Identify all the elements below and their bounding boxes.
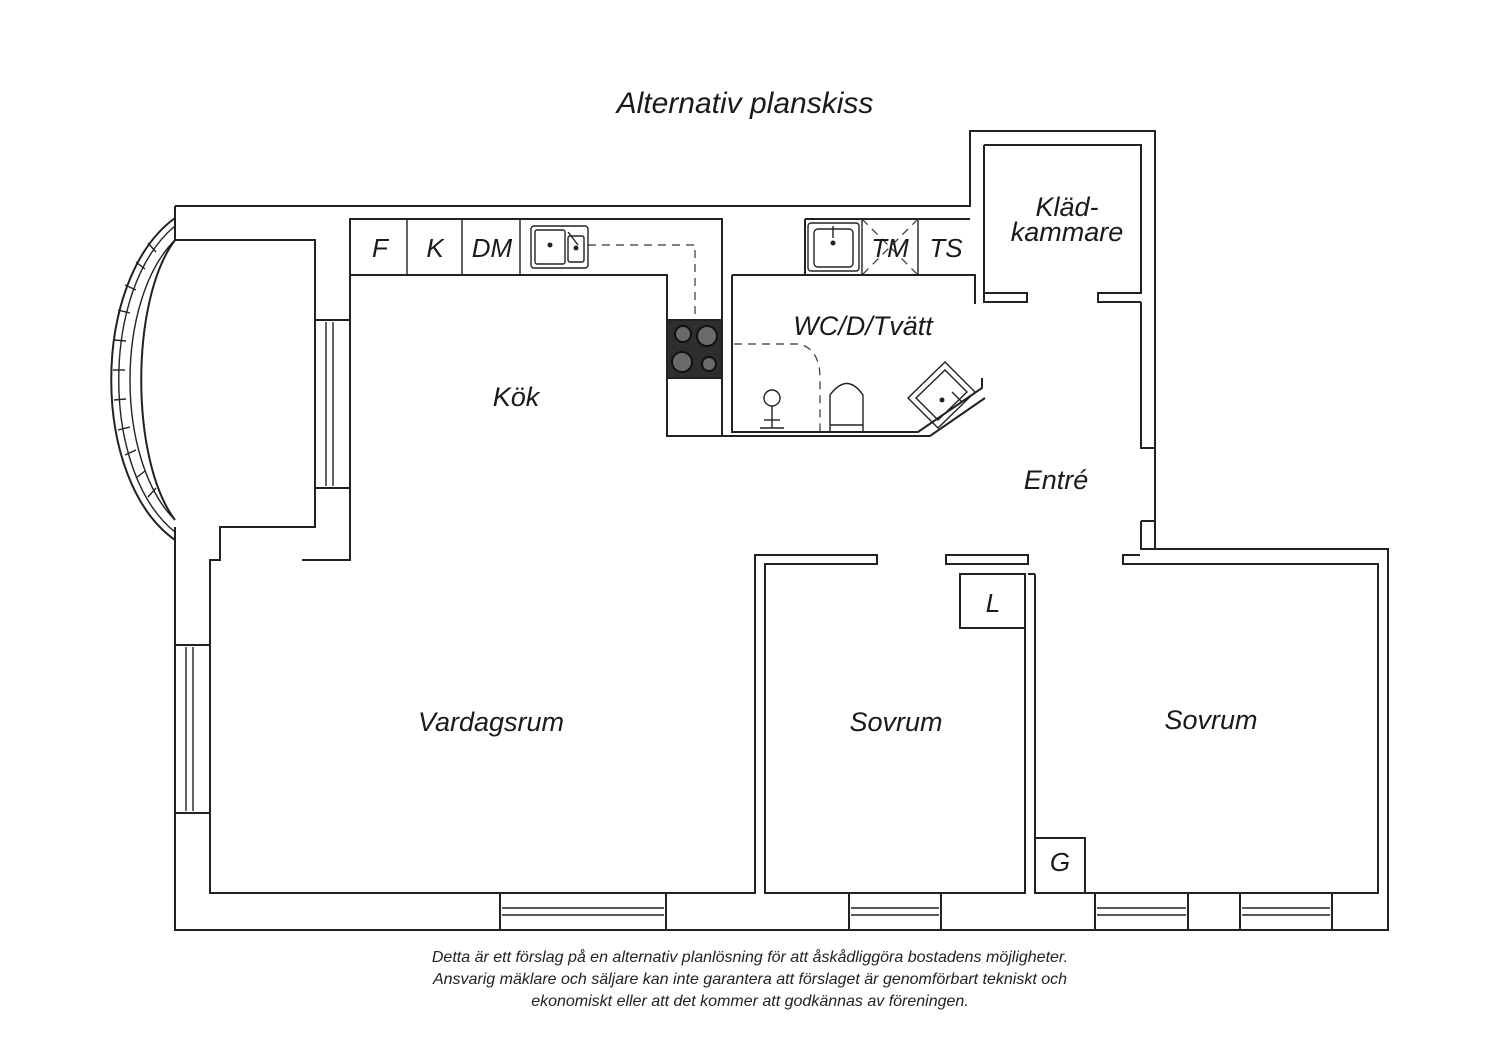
fixture-g: G (1050, 847, 1070, 877)
disclaimer-line: Detta är ett förslag på en alternativ pl… (431, 949, 1069, 966)
washer-icon (907, 361, 976, 429)
bedroom-walls (945, 554, 1379, 894)
room-label-sovrum-2: Sovrum (1164, 705, 1257, 735)
closet-walls (983, 144, 1155, 550)
fixture-dm: DM (472, 233, 513, 263)
kitchen-counter (349, 218, 723, 437)
shower-icon (760, 389, 784, 429)
kitchen-window (314, 319, 351, 489)
room-label-wc: WC/D/Tvätt (793, 311, 934, 341)
room-label-sovrum-1: Sovrum (849, 707, 942, 737)
room-label-kladkammare-2: kammare (1011, 217, 1124, 247)
fixture-f: F (372, 233, 390, 263)
stove-icon (666, 319, 723, 379)
disclaimer-line: Ansvarig mäklare och säljare kan inte ga… (432, 971, 1068, 988)
bathroom-sink-icon (807, 222, 860, 272)
fixture-ts: TS (929, 233, 963, 263)
plan-title: Alternativ planskiss (615, 87, 874, 120)
fixture-l: L (986, 588, 1000, 618)
disclaimer: Detta är ett förslag på en alternativ pl… (300, 947, 1200, 1013)
kitchen-sink-icon (530, 225, 589, 269)
disclaimer-line: ekonomiskt eller att det kommer att godk… (531, 993, 969, 1010)
toilet-icon (829, 382, 864, 432)
room-label-entre: Entré (1024, 465, 1089, 495)
room-label-vardagsrum: Vardagsrum (418, 707, 564, 737)
bottom-windows (499, 892, 1333, 931)
living-window (174, 644, 211, 814)
bathroom-walls (722, 218, 986, 437)
room-label-kok: Kök (493, 382, 541, 412)
fixture-k: K (426, 233, 445, 263)
fixture-tm: TM (871, 233, 909, 263)
room-label-kladkammare-1: Kläd- (1035, 192, 1098, 222)
outer-walls (174, 130, 1389, 931)
bay-window (110, 217, 176, 541)
